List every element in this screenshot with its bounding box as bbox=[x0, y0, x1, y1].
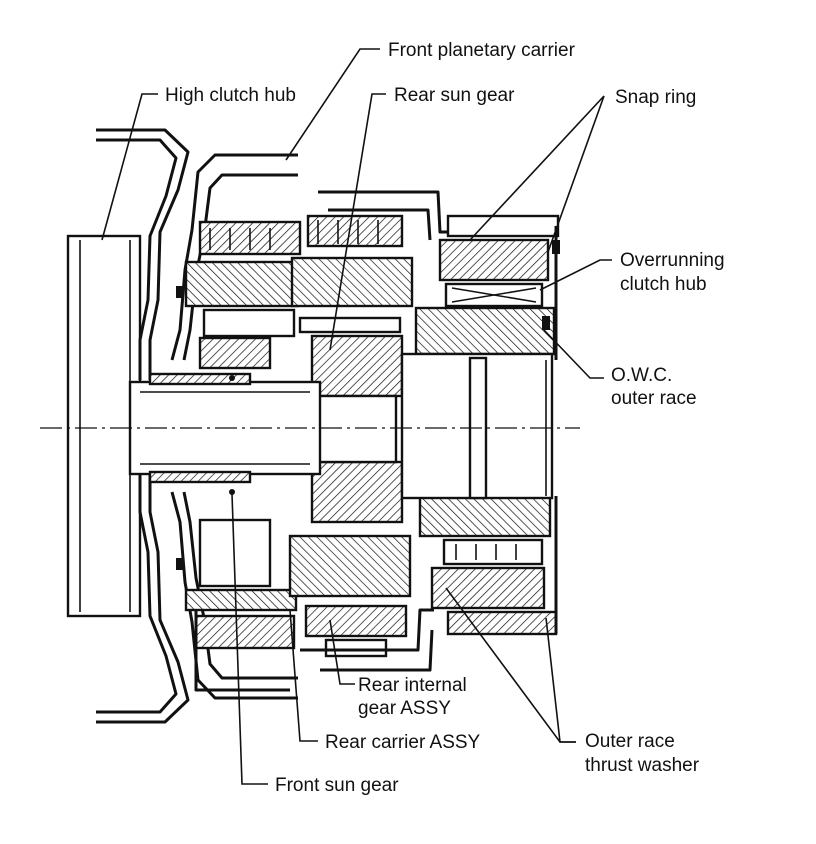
label-high-clutch-hub: High clutch hub bbox=[165, 85, 296, 106]
leader-front-planetary-carrier bbox=[285, 48, 380, 161]
right-housing bbox=[400, 352, 554, 500]
leader-snap-ring-2 bbox=[547, 95, 605, 253]
leader-high-clutch-hub bbox=[101, 93, 158, 241]
leader-lines bbox=[101, 48, 612, 785]
rear-carrier-lower bbox=[288, 534, 412, 658]
leader-rear-internal-gear bbox=[329, 619, 355, 685]
snap-ring-details bbox=[176, 240, 560, 570]
leader-rear-sun-gear bbox=[329, 93, 386, 351]
rear-sun-gear-body bbox=[310, 334, 404, 524]
rear-internal-gear-shell bbox=[194, 608, 434, 692]
label-rear-internal-gear-line1: Rear internal bbox=[358, 675, 467, 696]
overrunning-clutch-upper bbox=[318, 190, 560, 360]
label-outer-race-thrust-washer-line2: thrust washer bbox=[585, 755, 700, 776]
label-rear-internal-gear-line2: gear ASSY bbox=[358, 698, 451, 719]
label-front-sun-gear: Front sun gear bbox=[275, 775, 399, 796]
label-overrunning-clutch-hub-line1: Overrunning bbox=[620, 250, 725, 271]
front-pinion-upper bbox=[184, 220, 302, 370]
label-rear-sun-gear: Rear sun gear bbox=[394, 85, 515, 106]
leader-overrunning-clutch-hub bbox=[539, 259, 612, 291]
high-clutch-hub-shell bbox=[96, 128, 190, 724]
label-front-planetary-carrier: Front planetary carrier bbox=[388, 40, 576, 61]
leader-snap-ring-1 bbox=[469, 95, 605, 241]
labels: Front planetary carrier High clutch hub … bbox=[165, 40, 725, 796]
label-overrunning-clutch-hub-line2: clutch hub bbox=[620, 274, 707, 295]
input-shaft bbox=[128, 372, 322, 495]
label-rear-carrier-assy: Rear carrier ASSY bbox=[325, 732, 481, 753]
leader-rear-carrier-assy bbox=[289, 609, 318, 742]
label-owc-outer-race-line1: O.W.C. bbox=[611, 365, 672, 386]
rear-pinion-upper bbox=[290, 214, 414, 334]
leader-front-sun-gear bbox=[231, 493, 268, 785]
label-outer-race-thrust-washer-line1: Outer race bbox=[585, 731, 675, 752]
left-drum bbox=[66, 234, 142, 618]
leader-owc-outer-race bbox=[543, 329, 604, 379]
label-owc-outer-race-line2: outer race bbox=[611, 388, 697, 409]
overrunning-clutch-lower bbox=[418, 494, 558, 636]
cross-section-drawing bbox=[40, 128, 580, 724]
leader-outer-race-thrust-washer-2 bbox=[545, 617, 576, 743]
label-snap-ring: Snap ring bbox=[615, 87, 696, 108]
front-pinion-lower bbox=[184, 518, 298, 650]
